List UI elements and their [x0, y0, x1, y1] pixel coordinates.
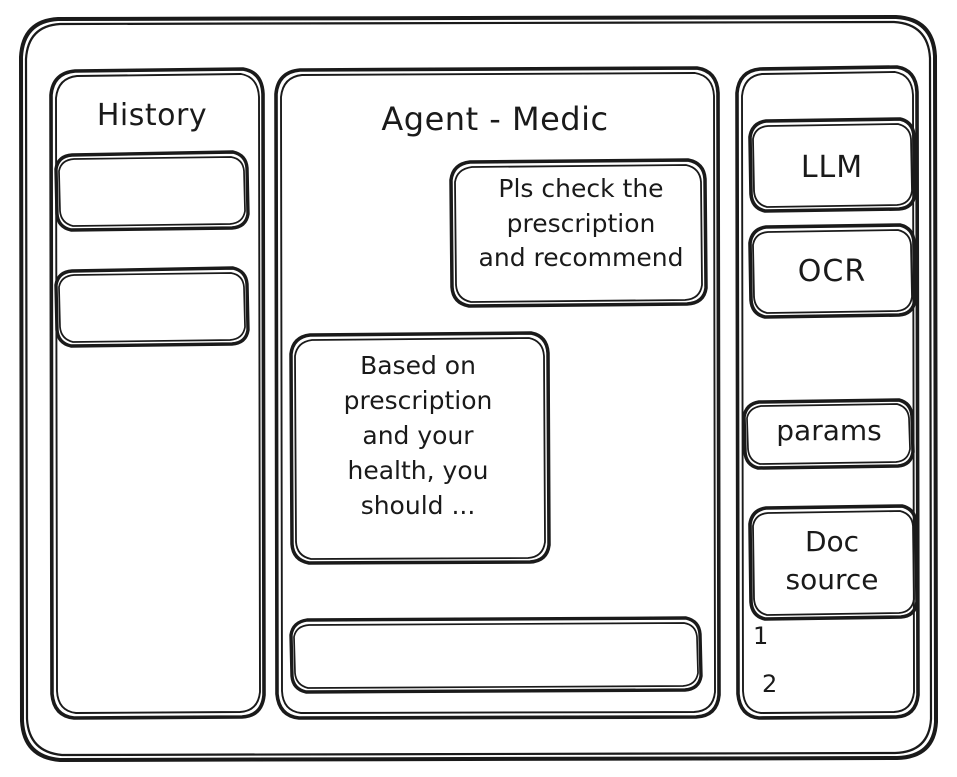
history-item-1[interactable] — [56, 152, 248, 230]
message-agent-text: Based on prescription and your health, y… — [343, 351, 493, 520]
doc-source-item-2[interactable]: 2 — [762, 670, 778, 698]
doc-source-item-1[interactable]: 1 — [753, 622, 769, 650]
message-bubble-agent — [291, 333, 549, 563]
message-user-text: Pls check the prescription and recommend — [478, 174, 684, 272]
message-bubble-user — [451, 160, 706, 306]
composer-input[interactable] — [291, 618, 701, 692]
doc-source-label: Doc source — [785, 525, 879, 596]
tool-button-llm[interactable] — [750, 119, 915, 211]
tool-button-params-label: params — [776, 414, 882, 447]
doc-source-panel[interactable] — [750, 506, 917, 619]
chat-panel-title: Agent - Medic — [381, 100, 609, 138]
history-panel-title: History — [96, 98, 208, 133]
tool-button-llm-label: LLM — [800, 150, 864, 185]
tool-button-ocr[interactable] — [750, 225, 915, 317]
history-item-2[interactable] — [56, 268, 248, 346]
tool-button-params[interactable] — [744, 400, 913, 468]
tool-button-ocr-label: OCR — [797, 254, 867, 289]
